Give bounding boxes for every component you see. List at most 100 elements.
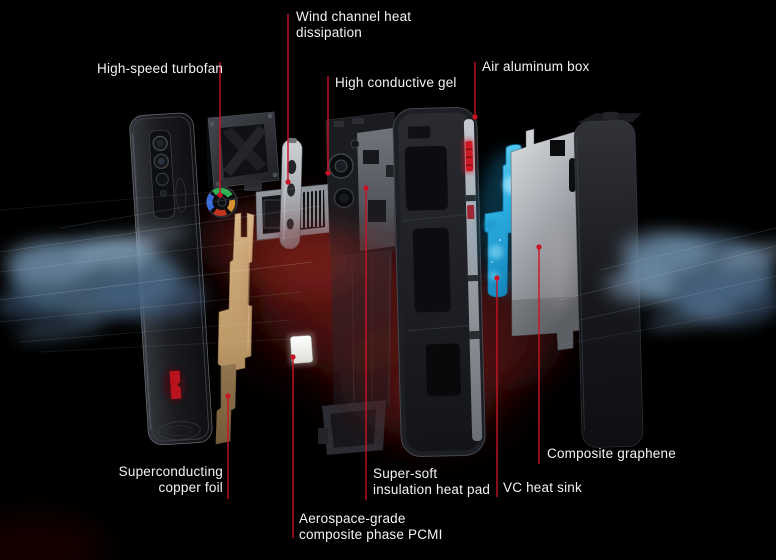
label-vc-heat-sink: VC heat sink (503, 480, 582, 496)
superconducting-copper-foil-part (215, 212, 255, 445)
frame-cutout (404, 145, 449, 211)
leader-dots (217, 114, 542, 399)
vc-speckle (491, 261, 493, 263)
fan-hub (217, 197, 227, 207)
turbofan-module (206, 111, 280, 218)
frame-line (402, 213, 473, 222)
module-tab (244, 180, 262, 191)
camera-flash (159, 189, 167, 197)
label-superconducting-copper-foil: Superconducting copper foil (118, 464, 223, 496)
plate-cutout (363, 150, 379, 164)
composite-graphene-sheet (510, 128, 585, 351)
leader-dot-wind-channel (285, 179, 291, 185)
label-line: Composite graphene (547, 446, 676, 461)
label-line: High-speed turbofan (97, 61, 224, 76)
board-connector (352, 118, 364, 124)
red-internal-fan (465, 141, 474, 172)
frame-slot (408, 126, 431, 139)
side-detail (175, 177, 187, 213)
camera-lens-inner (157, 157, 165, 165)
fan-blade-blue (206, 193, 215, 211)
label-super-soft-pad: Super-soft insulation heat pad (373, 466, 490, 498)
leader-dot-aerospace-pcmi (290, 354, 296, 360)
label-line: insulation heat pad (373, 482, 491, 497)
red-logo (169, 370, 182, 400)
rgb-turbofan (206, 186, 238, 218)
vc-speckle (499, 239, 501, 241)
label-high-speed-turbofan: High-speed turbofan (97, 61, 223, 77)
leader-dot-air-aluminum-box (472, 114, 478, 120)
leader-dot-copper-foil (225, 393, 231, 399)
label-line: dissipation (296, 25, 362, 40)
label-air-aluminum-box: Air aluminum box (482, 59, 590, 75)
label-line: copper foil (158, 480, 223, 495)
smoke-right (559, 227, 776, 346)
copper-foil-shape (215, 212, 255, 445)
fan-blade-green (212, 187, 233, 198)
boot-step (318, 428, 328, 444)
leader-dot-composite-graphene (536, 244, 542, 250)
wind-channel-bracket (279, 137, 303, 250)
label-aerospace-pcmi: Aerospace-grade composite phase PCMI (299, 511, 443, 543)
red-vent (467, 205, 475, 220)
frame-cutout (412, 227, 451, 313)
label-wind-channel: Wind channel heat dissipation (296, 9, 411, 41)
backlight-glow (548, 228, 572, 312)
bottom-emblem (157, 421, 201, 441)
module-rib (223, 126, 267, 176)
main-camera-inner (334, 159, 348, 173)
plate-cutout (368, 200, 386, 222)
bracket-notch (288, 137, 297, 144)
rail-notch (467, 274, 479, 282)
label-line: Air aluminum box (482, 59, 590, 74)
label-line: VC heat sink (503, 480, 582, 495)
second-camera-inner (339, 193, 349, 203)
leader-dot-super-soft-pad (363, 185, 369, 191)
cover-top-bump (602, 111, 619, 122)
bottom-emblem-inner (165, 425, 193, 437)
rail-notch (465, 194, 476, 202)
speed-lines-right (559, 227, 776, 346)
small-sensor (350, 139, 360, 149)
battery-bay (425, 343, 461, 397)
bracket-hole (287, 160, 297, 175)
graphene-shade (512, 296, 582, 350)
screw (267, 113, 273, 119)
fan-blade-red (213, 208, 228, 217)
pcmi-part (287, 332, 316, 367)
bracket-hole (287, 183, 296, 197)
fan-blade-orange (226, 199, 236, 213)
mid-frame (392, 106, 486, 457)
frame-line (407, 324, 474, 332)
label-line: Superconducting (118, 464, 223, 479)
bracket-highlight (283, 145, 287, 240)
camera-lens-inner (156, 140, 164, 147)
copper-foil-shade (216, 364, 236, 444)
rail-notch (469, 330, 480, 340)
leader-dot-turbofan (217, 192, 223, 198)
screw (215, 181, 221, 187)
motherboard-assembly (325, 111, 398, 258)
copper-highlight (247, 219, 251, 351)
plate-notch (386, 165, 394, 177)
shield-plate (357, 128, 395, 251)
leader-lines (219, 14, 540, 538)
pcmi-body (290, 335, 313, 364)
leader-dot-conductive-gel (325, 170, 331, 176)
radiator-fins (301, 190, 323, 228)
screw (209, 121, 215, 127)
cover-edge-highlight (576, 136, 585, 431)
speed-lines-left (0, 183, 331, 353)
smoke-left (0, 183, 331, 353)
label-line: Aerospace-grade (299, 511, 406, 526)
graphene-slot (569, 158, 576, 192)
label-composite-graphene: Composite graphene (547, 446, 676, 462)
label-line: Super-soft (373, 466, 438, 481)
camera-lens (155, 172, 169, 186)
leader-dot-vc-heat-sink (494, 275, 500, 281)
label-high-conductive-gel: High conductive gel (335, 75, 457, 91)
label-line: composite phase PCMI (299, 527, 443, 542)
label-line: High conductive gel (335, 75, 457, 90)
graphene-square-hole (550, 140, 565, 156)
